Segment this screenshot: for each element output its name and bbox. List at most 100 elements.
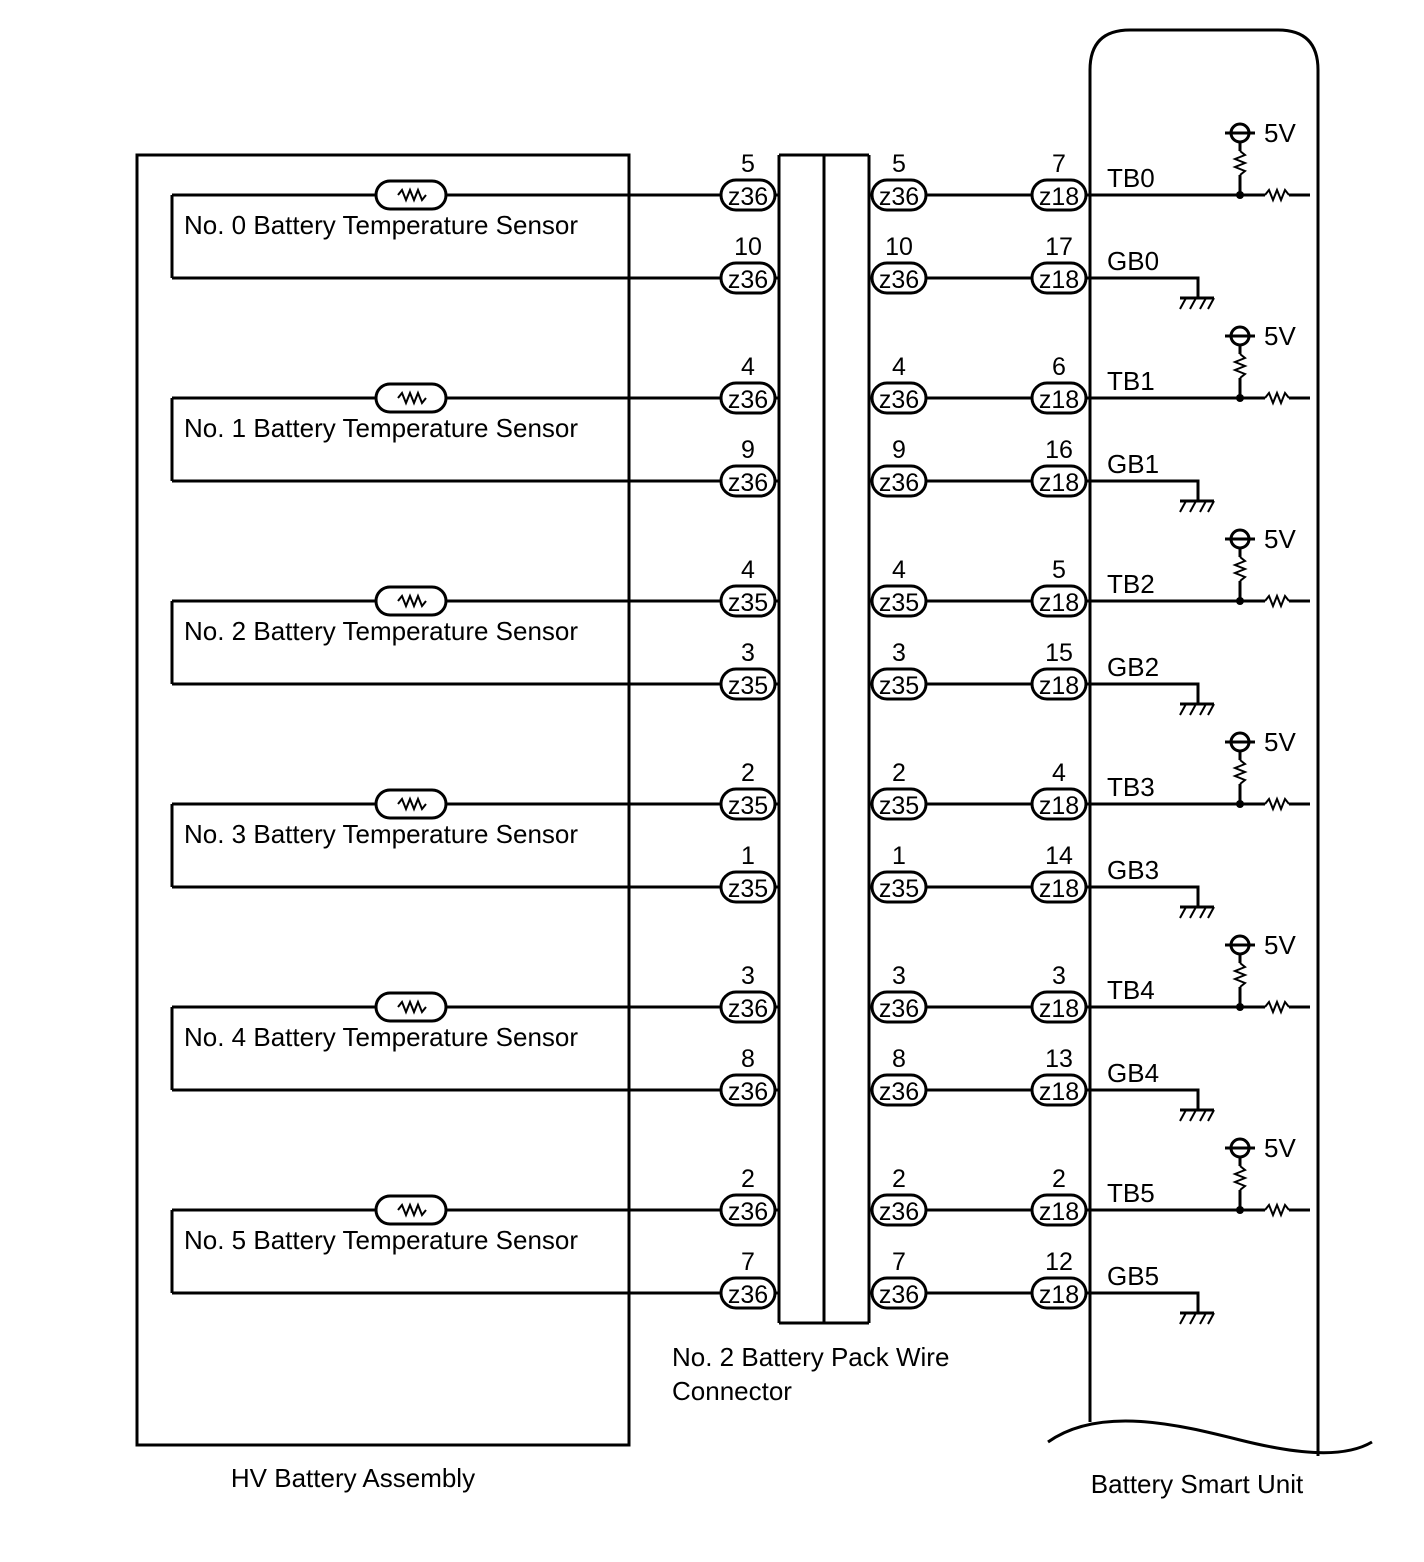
sensor-0-signal-gb: GB0 — [1107, 246, 1159, 276]
sensor-0-bottom-pin-a: 10 — [734, 233, 762, 261]
sensor-5-top-connector-c-label: z18 — [1039, 1198, 1079, 1226]
sensor-1-bottom-connector-a — [719, 464, 777, 498]
sensor-1-ground-icon — [1179, 500, 1215, 513]
sensor-4-top-wire — [170, 1005, 779, 1090]
sensor-5-top-pin-c: 2 — [1052, 1165, 1066, 1193]
sensor-2-top-connector-a — [719, 584, 777, 618]
sensor-1-top-pin-c: 6 — [1052, 353, 1066, 381]
sensor-0-top-connector-c — [1030, 178, 1088, 212]
battery-smart-unit-outline — [1088, 28, 1320, 1456]
sensor-5-pullup-resistor — [1232, 1165, 1248, 1191]
sensor-3-gb-internal-wire — [1090, 885, 1200, 907]
sensor-2-top-pin-b: 4 — [892, 556, 906, 584]
sensor-2-thermistor-zigzag — [397, 593, 427, 609]
sensor-0-top-connector-b — [870, 178, 928, 212]
sensor-1-top-connector-c-label: z18 — [1039, 386, 1079, 414]
sensor-4-top-connector-a-label: z36 — [728, 995, 768, 1023]
sensor-0-series-resistor — [1264, 187, 1290, 203]
sensor-1-signal-gb: GB1 — [1107, 449, 1159, 479]
sensor-3-bottom-connector-a — [719, 870, 777, 904]
sensor-5-top-connector-b — [870, 1193, 928, 1227]
sensor-2-pullup-resistor — [1232, 556, 1248, 582]
sensor-2-bottom-connector-a-label: z35 — [728, 672, 768, 700]
hv-battery-assembly-label: HV Battery Assembly — [231, 1463, 475, 1493]
sensor-3-top-connector-b-label: z35 — [879, 792, 919, 820]
sensor-2-bottom-pin-c: 15 — [1045, 639, 1073, 667]
sensor-2-signal-tb: TB2 — [1107, 569, 1155, 599]
sensor-3-series-resistor — [1264, 796, 1290, 812]
sensor-5-ground-icon — [1179, 1312, 1215, 1325]
sensor-0-bottom-connector-c — [1030, 261, 1088, 295]
sensor-2-top-wire — [170, 599, 779, 684]
sensor-4-bottom-pin-c: 13 — [1045, 1045, 1073, 1073]
sensor-3-top-connector-c — [1030, 787, 1088, 821]
sensor-5-bottom-pin-b: 7 — [892, 1248, 906, 1276]
sensor-1-bottom-pin-c: 16 — [1045, 436, 1073, 464]
sensor-1-top-pin-a: 4 — [741, 353, 755, 381]
sensor-1-supply-label: 5V — [1264, 321, 1296, 351]
sensor-4-gb-internal-wire — [1090, 1088, 1200, 1110]
sensor-5-signal-gb: GB5 — [1107, 1261, 1159, 1291]
sensor-5-bottom-pin-a: 7 — [741, 1248, 755, 1276]
sensor-5-signal-tb: TB5 — [1107, 1178, 1155, 1208]
sensor-3-bottom-pin-a: 1 — [741, 842, 755, 870]
sensor-3-top-connector-a-label: z35 — [728, 792, 768, 820]
sensor-1-series-resistor — [1264, 390, 1290, 406]
connector-label-line2: Connector — [672, 1376, 792, 1406]
sensor-2-top-connector-c-label: z18 — [1039, 589, 1079, 617]
sensor-3-bottom-connector-c — [1030, 870, 1088, 904]
battery-smart-unit-label: Battery Smart Unit — [1091, 1469, 1304, 1499]
sensor-0-bottom-connector-b — [870, 261, 928, 295]
sensor-2-top-connector-c — [1030, 584, 1088, 618]
sensor-4-top-connector-a — [719, 990, 777, 1024]
sensor-2-supply-label: 5V — [1264, 524, 1296, 554]
sensor-4-top-connector-c — [1030, 990, 1088, 1024]
sensor-1-bottom-connector-c — [1030, 464, 1088, 498]
sensor-2-top-connector-b — [870, 584, 928, 618]
sensor-3-top-pin-c: 4 — [1052, 759, 1066, 787]
sensor-5-gb-internal-wire — [1090, 1291, 1200, 1313]
sensor-0-bottom-connector-a — [719, 261, 777, 295]
sensor-0-signal-tb: TB0 — [1107, 163, 1155, 193]
sensor-0-bottom-pin-c: 17 — [1045, 233, 1073, 261]
sensor-0-bottom-pin-b: 10 — [885, 233, 913, 261]
sensor-0-label: No. 0 Battery Temperature Sensor — [184, 210, 578, 240]
sensor-0-top-connector-c-label: z18 — [1039, 183, 1079, 211]
battery-smart-unit-break-line — [1047, 1419, 1373, 1455]
sensor-3-thermistor-zigzag — [397, 796, 427, 812]
sensor-4-top-connector-b-label: z36 — [879, 995, 919, 1023]
sensor-4-bottom-pin-b: 8 — [892, 1045, 906, 1073]
sensor-3-supply-label: 5V — [1264, 727, 1296, 757]
sensor-4-bottom-connector-c-label: z18 — [1039, 1078, 1079, 1106]
sensor-2-series-resistor — [1264, 593, 1290, 609]
sensor-3-bottom-connector-c-label: z18 — [1039, 875, 1079, 903]
sensor-3-bottom-pin-c: 14 — [1045, 842, 1073, 870]
sensor-2-bottom-connector-a — [719, 667, 777, 701]
sensor-3-bottom-connector-b-label: z35 — [879, 875, 919, 903]
sensor-1-bottom-connector-b — [870, 464, 928, 498]
sensor-1-bottom-connector-b-label: z36 — [879, 469, 919, 497]
sensor-0-supply-label: 5V — [1264, 118, 1296, 148]
sensor-1-bottom-connector-a-label: z36 — [728, 469, 768, 497]
sensor-5-bottom-connector-a-label: z36 — [728, 1281, 768, 1309]
sensor-4-top-pin-c: 3 — [1052, 962, 1066, 990]
sensor-2-bottom-pin-a: 3 — [741, 639, 755, 667]
sensor-4-signal-gb: GB4 — [1107, 1058, 1159, 1088]
sensor-0-top-connector-a-label: z36 — [728, 183, 768, 211]
sensor-5-thermistor-zigzag — [397, 1202, 427, 1218]
sensor-3-top-connector-c-label: z18 — [1039, 792, 1079, 820]
sensor-5-bottom-connector-b-label: z36 — [879, 1281, 919, 1309]
connector-label-line1: No. 2 Battery Pack Wire — [672, 1342, 949, 1372]
sensor-5-top-wire — [170, 1208, 779, 1293]
sensor-3-top-wire — [170, 802, 779, 887]
sensor-2-top-pin-a: 4 — [741, 556, 755, 584]
sensor-5-top-connector-a-label: z36 — [728, 1198, 768, 1226]
sensor-4-top-connector-b — [870, 990, 928, 1024]
sensor-3-ground-icon — [1179, 906, 1215, 919]
sensor-0-pullup-resistor — [1232, 150, 1248, 176]
sensor-0-ground-icon — [1179, 297, 1215, 310]
sensor-5-top-connector-a — [719, 1193, 777, 1227]
sensor-1-thermistor-zigzag — [397, 390, 427, 406]
sensor-4-bottom-connector-b-label: z36 — [879, 1078, 919, 1106]
